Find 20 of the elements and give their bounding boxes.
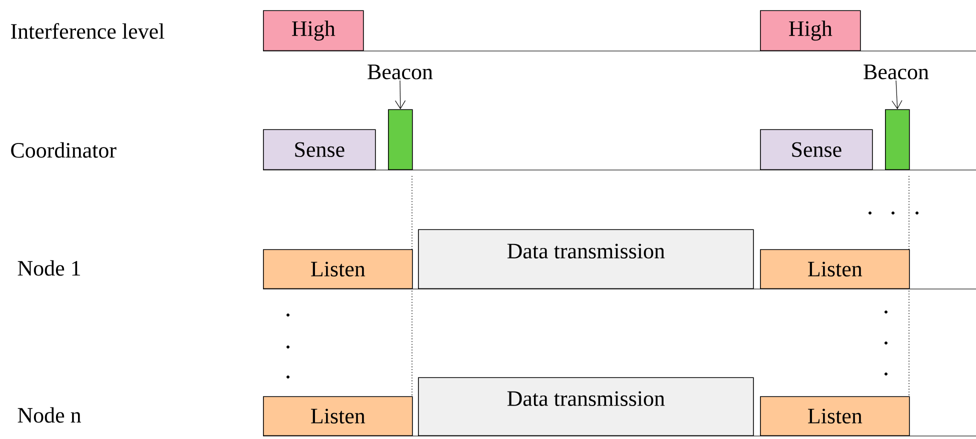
arrow bbox=[892, 80, 902, 110]
row-label: Interference level bbox=[11, 23, 164, 39]
beacon-bar bbox=[388, 109, 413, 170]
listen-box: Listen bbox=[263, 249, 413, 289]
data-transmission-box: Data transmission bbox=[418, 229, 754, 289]
listen-box: Listen bbox=[760, 249, 910, 289]
arrow bbox=[394, 80, 406, 110]
listen-box: Listen bbox=[760, 396, 910, 436]
beacon-label: Beacon bbox=[368, 64, 433, 80]
row-label: Node n bbox=[18, 407, 82, 423]
sense-box: Sense bbox=[760, 129, 873, 170]
interference-box: High bbox=[760, 10, 861, 51]
row-label: Node 1 bbox=[18, 260, 80, 276]
beacon-label: Beacon bbox=[864, 64, 929, 80]
data-transmission-box: Data transmission bbox=[418, 377, 754, 436]
beacon-bar bbox=[885, 109, 910, 170]
row-label: Coordinator bbox=[11, 142, 116, 158]
interference-box: High bbox=[263, 10, 364, 51]
listen-box: Listen bbox=[263, 396, 413, 436]
sense-box: Sense bbox=[263, 129, 376, 170]
